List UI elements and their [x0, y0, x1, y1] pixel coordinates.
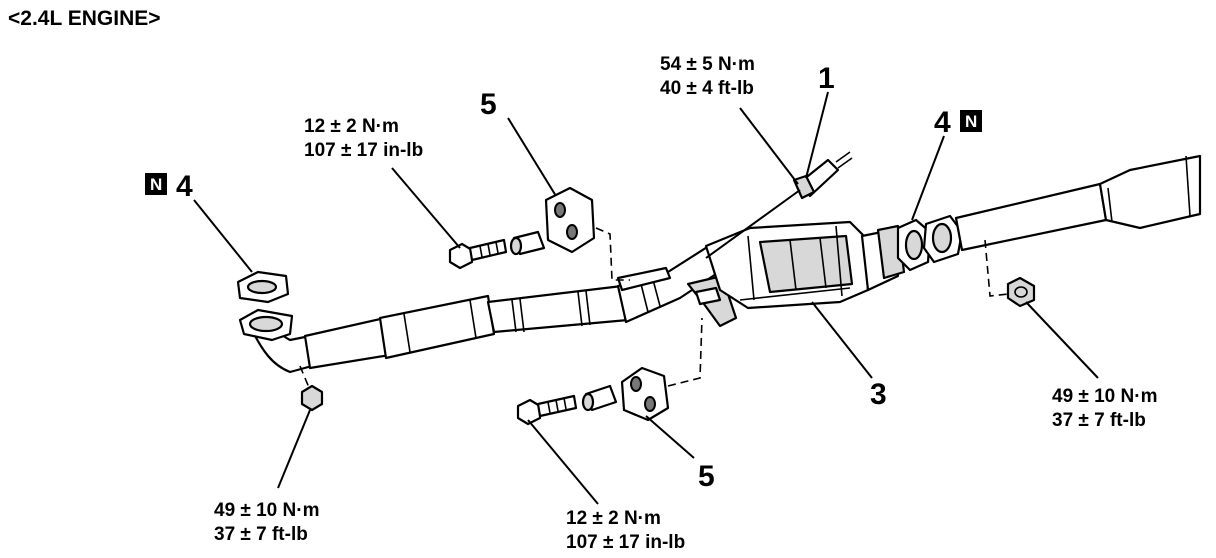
torque-nut-left: 49 ± 10 N·m 37 ± 7 ft-lb [214, 500, 319, 545]
dash-hanger-bottom [667, 317, 703, 387]
nut-right [1006, 276, 1036, 308]
torque-nut-right: 49 ± 10 N·m 37 ± 7 ft-lb [1052, 386, 1157, 431]
torque-nm: 12 ± 2 N·m [566, 508, 661, 529]
bolt-top [448, 238, 508, 270]
torque-imperial: 107 ± 17 in-lb [304, 140, 423, 161]
dash-nut-left [299, 365, 311, 391]
leader-5-bottom [645, 415, 695, 459]
torque-bolt-bottom: 12 ± 2 N·m 107 ± 17 in-lb [566, 508, 685, 553]
rubber-hanger-bottom [581, 366, 670, 422]
main-muffler-pipe [922, 154, 1202, 264]
nut-left [300, 384, 324, 412]
torque-oxygen-sensor: 54 ± 5 N·m 40 ± 4 ft-lb [660, 54, 755, 99]
torque-nm: 49 ± 10 N·m [214, 500, 319, 521]
leader-1 [805, 91, 829, 179]
diagram-title: <2.4L ENGINE> [8, 7, 161, 30]
callout-4-right: 4 [934, 106, 951, 139]
gasket-right [896, 218, 932, 272]
callout-5-bottom: 5 [698, 460, 715, 493]
leader-3 [811, 301, 873, 379]
callout-4-left: 4 [176, 170, 193, 203]
callout-1: 1 [818, 62, 835, 95]
torque-imperial: 107 ± 17 in-lb [566, 532, 685, 553]
new-part-mark-right: N [960, 110, 982, 132]
dash-nut-right [984, 239, 1009, 297]
dash-hanger-top [595, 227, 630, 281]
new-part-mark-left: N [145, 173, 167, 195]
svg-text:N: N [150, 175, 162, 194]
torque-bolt-top: 12 ± 2 N·m 107 ± 17 in-lb [304, 116, 423, 161]
leader-49-right [1025, 301, 1099, 379]
leader-4-left [193, 199, 253, 273]
leader-4-right [911, 135, 945, 221]
callout-5-top: 5 [480, 88, 497, 121]
leader-12-top [391, 167, 461, 249]
leader-1b [705, 189, 801, 259]
torque-nm: 12 ± 2 N·m [304, 116, 399, 137]
svg-text:N: N [965, 112, 977, 131]
oxygen-sensor [792, 151, 853, 200]
front-exhaust-pipe [238, 242, 738, 374]
leader-49-left [277, 409, 311, 489]
torque-imperial: 40 ± 4 ft-lb [660, 78, 754, 99]
leader-5-top [507, 117, 557, 197]
torque-nm: 49 ± 10 N·m [1052, 386, 1157, 407]
torque-nm: 54 ± 5 N·m [660, 54, 755, 75]
catalytic-converter [704, 220, 906, 310]
leader-12-bottom [527, 419, 599, 505]
gasket-left [236, 270, 290, 304]
leader-54 [739, 107, 799, 185]
rubber-hanger-top [509, 186, 596, 256]
callout-3: 3 [870, 378, 887, 411]
torque-imperial: 37 ± 7 ft-lb [1052, 410, 1146, 431]
bolt-bottom [516, 394, 578, 426]
torque-imperial: 37 ± 7 ft-lb [214, 524, 308, 545]
